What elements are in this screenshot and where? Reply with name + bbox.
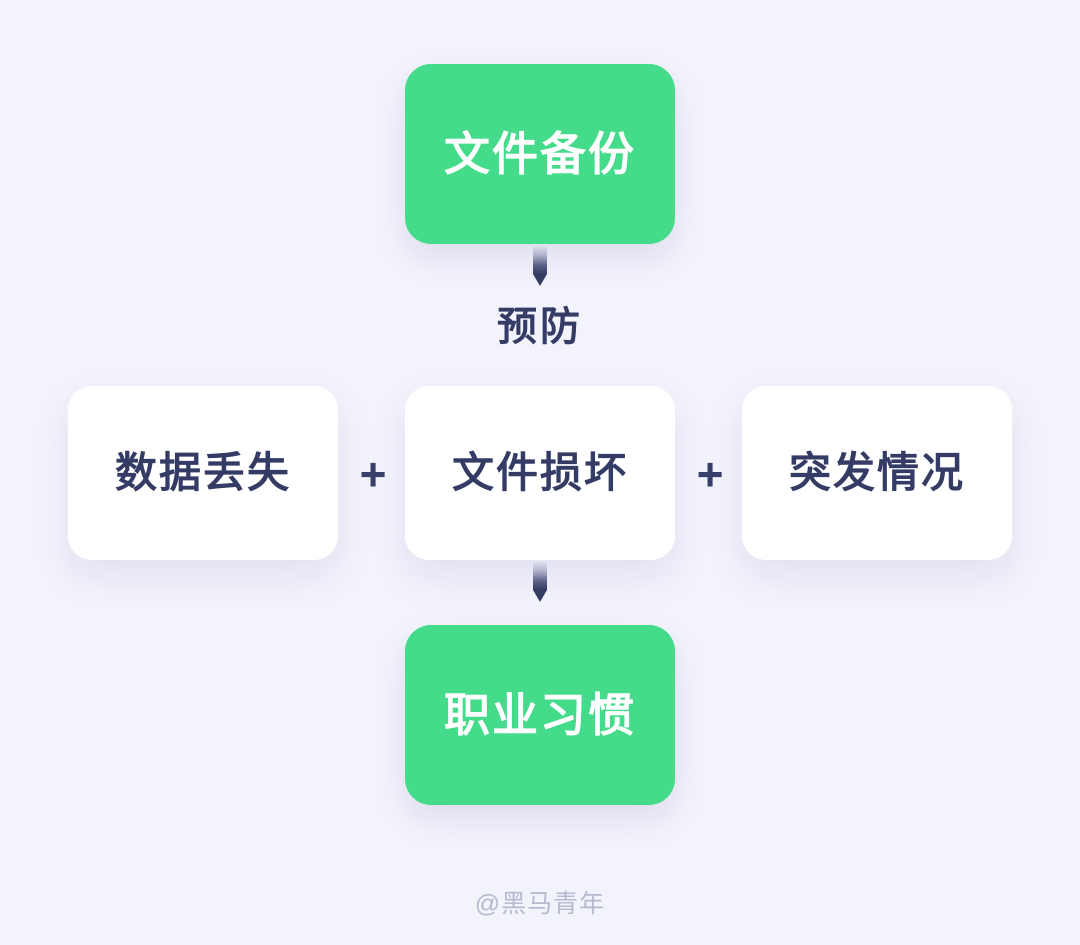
- node-professional-habit[interactable]: 职业习惯: [405, 625, 675, 805]
- arrow-head: [533, 274, 547, 286]
- node-emergency[interactable]: 突发情况: [742, 386, 1012, 560]
- node-file-backup-label: 文件备份: [444, 128, 636, 180]
- node-data-loss[interactable]: 数据丢失: [68, 386, 338, 560]
- node-emergency-label: 突发情况: [788, 449, 965, 496]
- relation-label-prevent: 预防: [497, 305, 583, 349]
- node-file-corruption[interactable]: 文件损坏: [405, 386, 675, 560]
- watermark-text: @黑马青年: [474, 890, 606, 918]
- node-file-backup[interactable]: 文件备份: [405, 64, 675, 244]
- down-arrow-icon-2: [533, 560, 547, 602]
- node-data-loss-label: 数据丢失: [114, 449, 291, 496]
- node-professional-habit-label: 职业习惯: [444, 689, 636, 741]
- arrow-head: [533, 590, 547, 602]
- arrow-shaft: [533, 244, 547, 274]
- down-arrow-icon: [533, 244, 547, 286]
- plus-operator-icon-2: +: [696, 448, 724, 500]
- arrow-shaft: [533, 560, 547, 590]
- node-file-corruption-label: 文件损坏: [451, 449, 628, 496]
- plus-operator-icon-1: +: [359, 448, 387, 500]
